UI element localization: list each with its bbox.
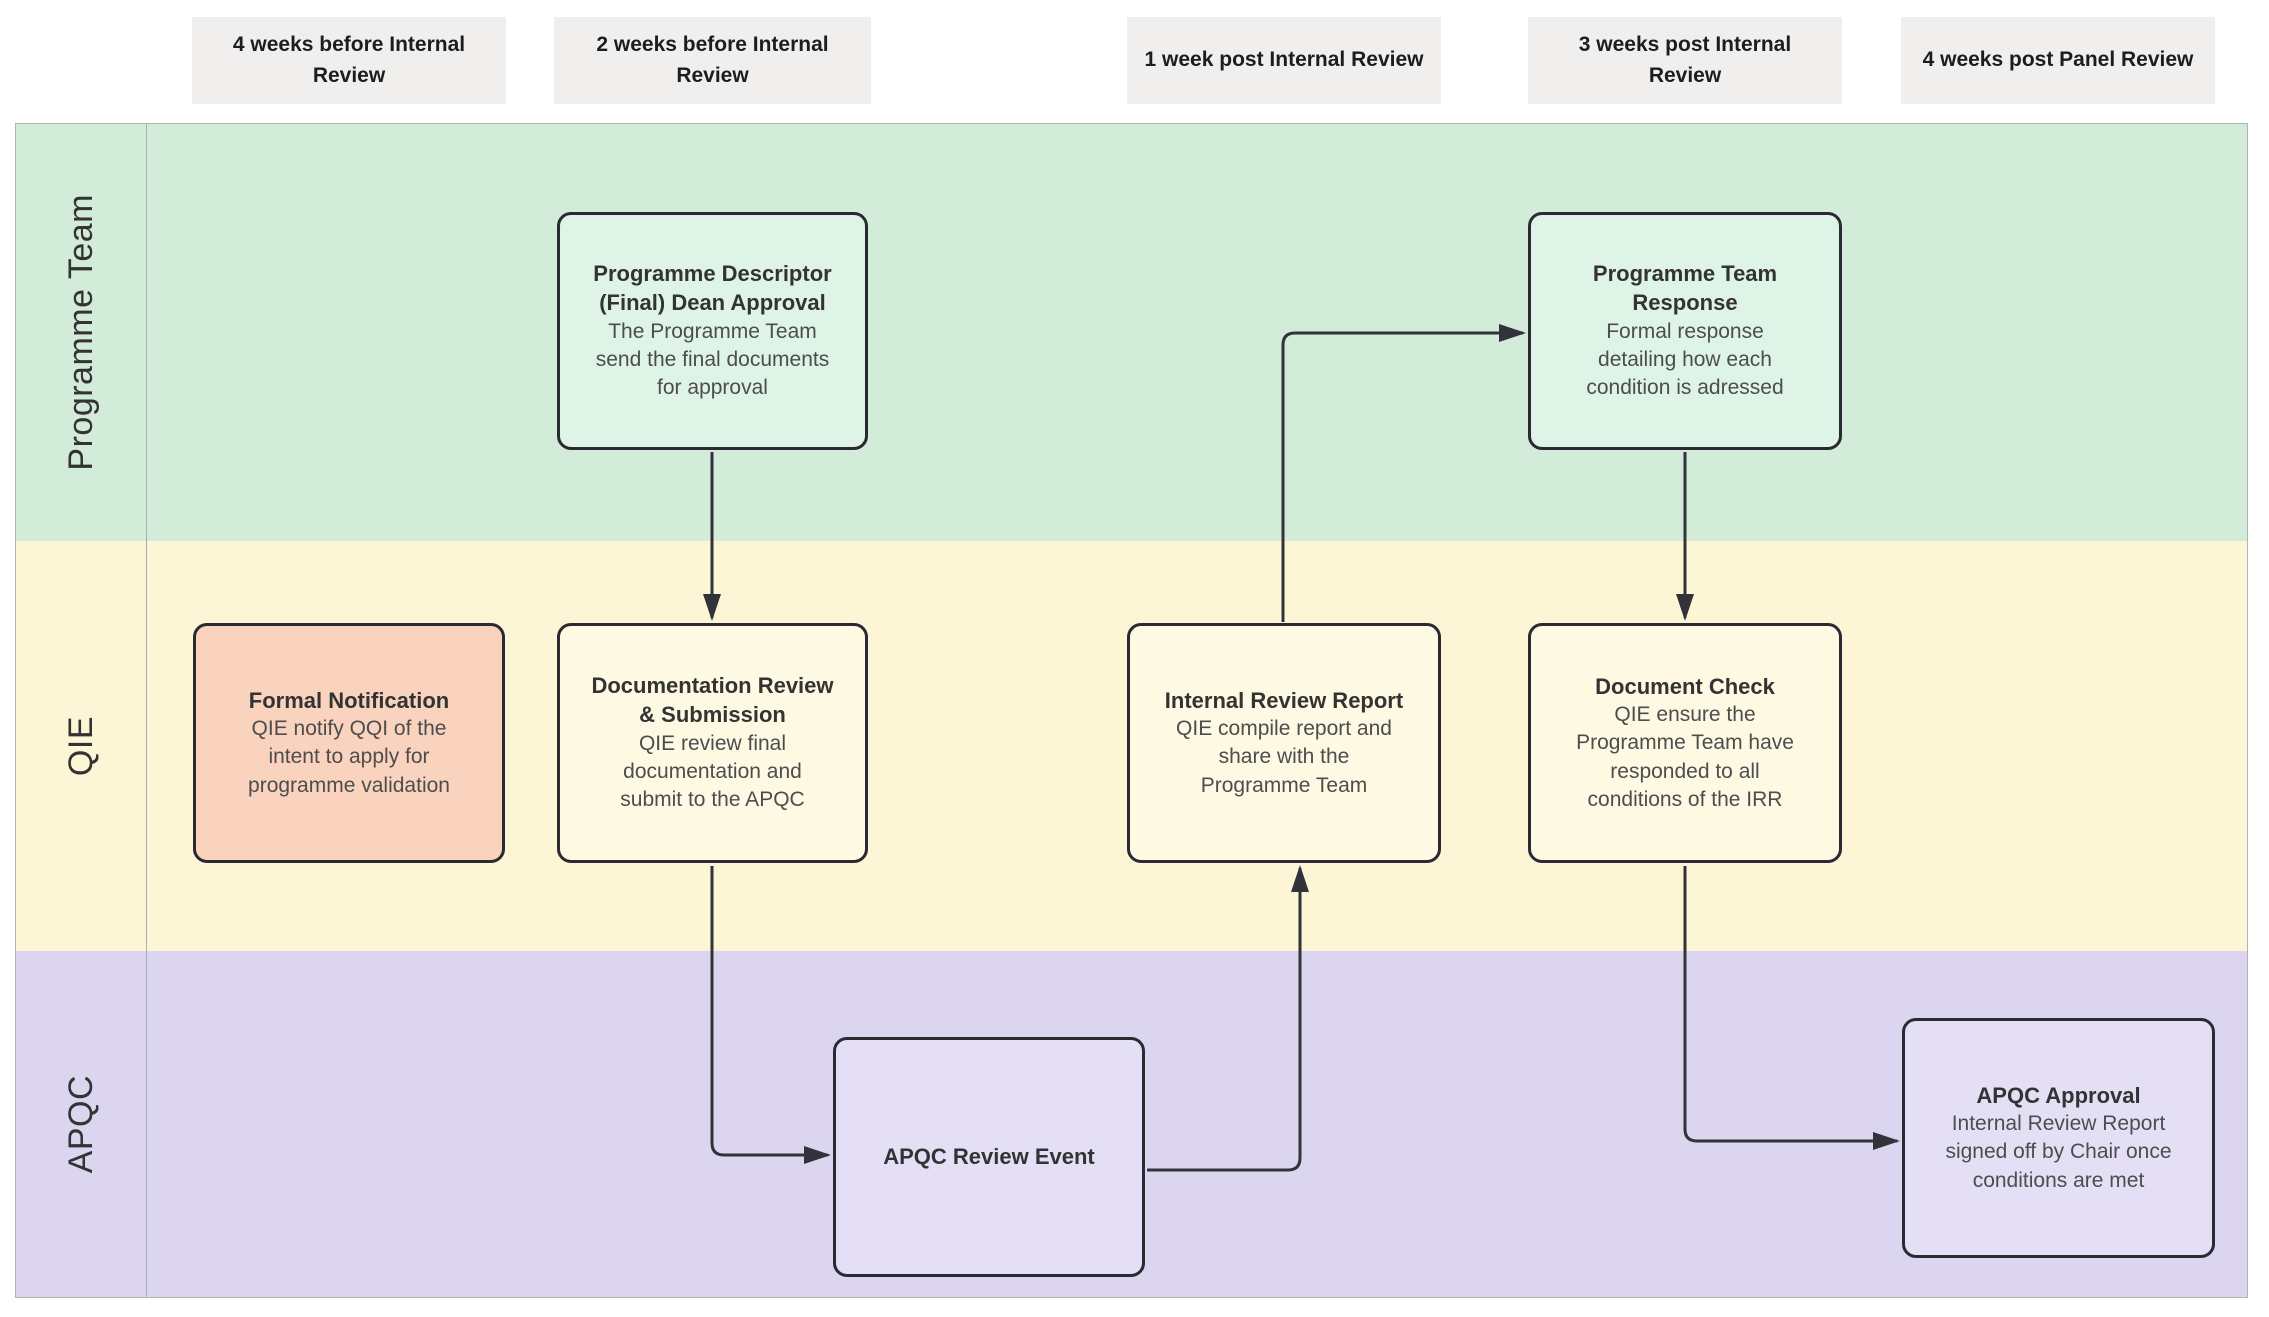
timeline-header-4-weeks-before: 4 weeks before Internal Review <box>192 17 506 104</box>
lane-programme-team: Programme Team <box>16 124 2247 541</box>
node-description: Internal Review Report signed off by Cha… <box>1945 1112 2172 1192</box>
node-internal-review-report: Internal Review Report QIE compile repor… <box>1127 623 1441 863</box>
node-programme-descriptor: Programme Descriptor (Final) Dean Approv… <box>557 212 868 450</box>
timeline-header-label: 2 weeks before Internal Review <box>596 33 829 87</box>
timeline-header-label: 4 weeks before Internal Review <box>232 33 466 87</box>
node-title: Document Check <box>1595 673 1775 699</box>
timeline-header-label: 4 weeks post Panel Review <box>1922 48 2194 72</box>
node-apqc-review-event: APQC Review Event <box>833 1037 1145 1277</box>
node-formal-notification: Formal Notification QIE notify QQI of th… <box>193 623 505 863</box>
lane-label-programme-team: Programme Team <box>16 124 147 541</box>
node-title: Formal Notification <box>248 687 450 713</box>
lane-label-apqc: APQC <box>16 951 147 1297</box>
node-description: QIE ensure the Programme Team have respo… <box>1576 702 1794 811</box>
lane-label-qie: QIE <box>16 541 147 951</box>
lane-body-programme-team <box>147 124 2247 541</box>
node-documentation-review: Documentation Review & Submission QIE re… <box>557 623 868 863</box>
node-description: The Programme Team send the final docume… <box>595 319 830 400</box>
timeline-header-label: 1 week post Internal Review <box>1144 48 1424 72</box>
timeline-header-1-week-post: 1 week post Internal Review <box>1127 17 1441 104</box>
node-description: QIE notify QQI of the intent to apply fo… <box>248 717 450 797</box>
node-description: Formal response detailing how each condi… <box>1586 319 1784 400</box>
timeline-header-label: 3 weeks post Internal Review <box>1578 33 1792 87</box>
node-title: APQC Approval <box>1976 1082 2141 1108</box>
node-title: Programme Team Response <box>1592 261 1778 316</box>
node-document-check: Document Check QIE ensure the Programme … <box>1528 623 1842 863</box>
node-title: Internal Review Report <box>1164 687 1404 713</box>
node-title: Documentation Review & Submission <box>591 673 834 728</box>
node-title: Programme Descriptor (Final) Dean Approv… <box>593 261 832 316</box>
timeline-header-4-weeks-post-panel: 4 weeks post Panel Review <box>1901 17 2215 104</box>
node-programme-team-response: Programme Team Response Formal response … <box>1528 212 1842 450</box>
node-description: QIE review final documentation and submi… <box>620 731 805 812</box>
node-title: APQC Review Event <box>883 1144 1095 1170</box>
timeline-header-3-weeks-post: 3 weeks post Internal Review <box>1528 17 1842 104</box>
timeline-header-2-weeks-before: 2 weeks before Internal Review <box>554 17 871 104</box>
node-apqc-approval: APQC Approval Internal Review Report sig… <box>1902 1018 2215 1258</box>
node-description: QIE compile report and share with the Pr… <box>1176 717 1392 797</box>
